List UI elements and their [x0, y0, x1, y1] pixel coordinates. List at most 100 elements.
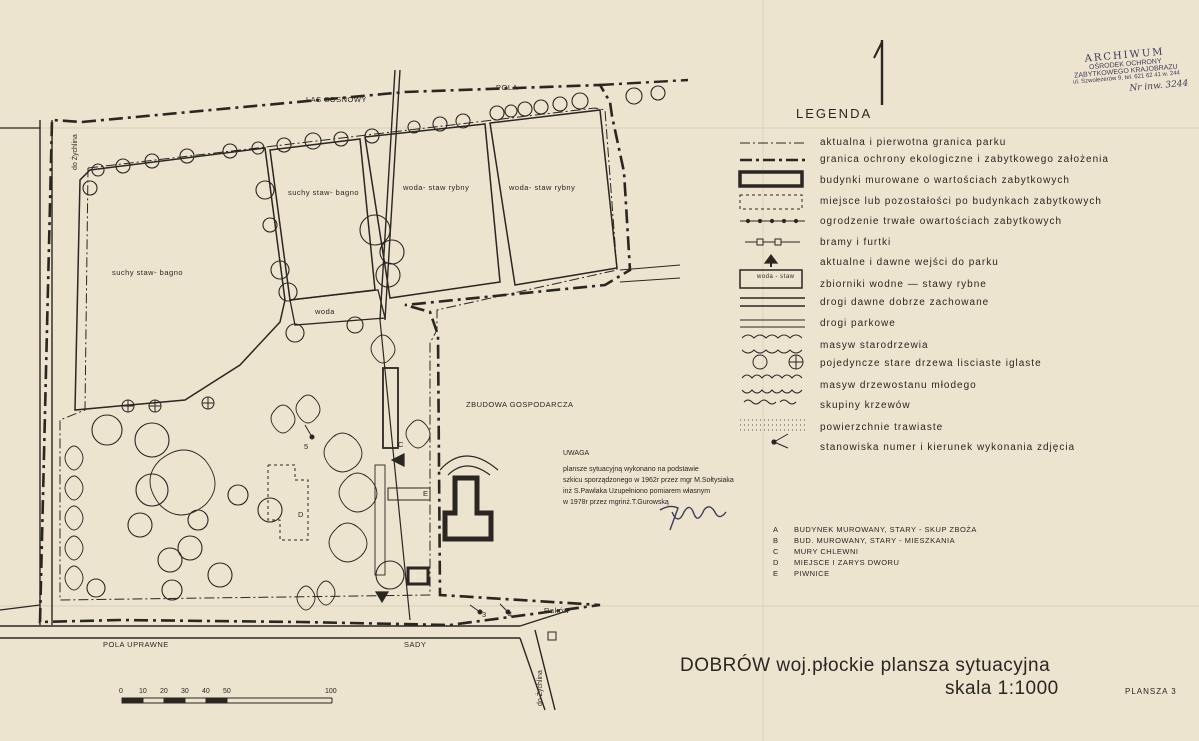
- signature: [659, 505, 727, 531]
- road-rakow: [519, 609, 571, 627]
- legend-item: masyw starodrzewia: [820, 340, 929, 351]
- old-road: [379, 69, 396, 321]
- label-building-c: C: [398, 440, 404, 449]
- label-do-zychlina-left: do Żychlina: [72, 134, 79, 170]
- label-rakow: Raków: [544, 606, 570, 615]
- conifer-trees: [121, 396, 215, 413]
- legend-item: ogrodzenie trwałe owartościach zabytkowy…: [820, 216, 1063, 227]
- label-station-4: 4: [508, 610, 513, 619]
- scale-tick-label: 0: [119, 688, 123, 695]
- building-c: [382, 367, 399, 449]
- building-key: A: [773, 525, 779, 534]
- label-woda: woda: [315, 307, 335, 316]
- legend-item: budynki murowane o wartościach zabytkowy…: [820, 175, 1070, 186]
- entrance-arrow: [390, 453, 405, 467]
- legend-item: pojedyncze stare drzewa lisciaste iglast…: [820, 358, 1042, 369]
- manor-outline: [267, 464, 309, 541]
- building-label: MIEJSCE I ZARYS DWORU: [794, 558, 900, 567]
- scale-tick-label: 50: [223, 688, 231, 695]
- note-line: szkicu sporządzonego w 1962r przez mgr M…: [563, 477, 734, 484]
- legend-item: granica ochrony ekologiczne i zabytkoweg…: [820, 154, 1109, 165]
- protection-boundary: [38, 83, 632, 627]
- pond-dry-left: [74, 147, 286, 411]
- legend-item: drogi parkowe: [820, 318, 896, 329]
- legend-item: stanowiska numer i kierunek wykonania zd…: [820, 442, 1076, 453]
- building-label: PIWNICE: [794, 569, 830, 578]
- shrub-groups: [64, 334, 431, 611]
- label-woda-staw-2: woda- staw rybny: [509, 183, 576, 192]
- wall-c: [374, 464, 386, 576]
- scale-tick-label: 40: [202, 688, 210, 695]
- small-building: [547, 631, 557, 641]
- building-key: C: [773, 547, 779, 556]
- plan-scale: skala 1:1000: [945, 678, 1059, 699]
- scale-tick-label: 10: [139, 688, 147, 695]
- label-suchy-staw-left: suchy staw- bagno: [112, 268, 184, 277]
- old-road: [379, 319, 411, 621]
- building-label: BUD. MUROWANY, STARY - MIESZKANIA: [794, 536, 956, 545]
- scale-tick-label: 100: [325, 688, 337, 695]
- label-station-5: 5: [304, 442, 309, 451]
- scale-bar: [121, 697, 333, 704]
- protection-boundary-ext: [599, 78, 689, 87]
- legend-symbols: [738, 142, 805, 449]
- label-pola-uprawne: POLA UPRAWNE: [103, 640, 169, 649]
- label-woda-staw-1: woda- staw rybny: [403, 183, 470, 192]
- road-west: [0, 604, 41, 611]
- label-do-zychlina: do Żychlina: [537, 670, 544, 706]
- legend-item: drogi dawne dobrze zachowane: [820, 297, 990, 308]
- legend-item: miejsce lub pozostałości po budynkach za…: [820, 196, 1102, 207]
- building-key: B: [773, 536, 779, 545]
- park-boundary: [59, 107, 618, 601]
- legend-item: bramy i furtki: [820, 237, 892, 248]
- label-pola: POLA: [496, 83, 519, 92]
- pond-water: [289, 289, 386, 326]
- building-label: BUDYNEK MUROWANY, STARY - SKUP ZBOŻA: [794, 525, 977, 534]
- road-east: [619, 264, 681, 271]
- building-label: MURY CHLEWNI: [794, 547, 859, 556]
- note-heading: UWAGA: [563, 450, 590, 457]
- pond-fish-1: [364, 123, 501, 299]
- legend-item: powierzchnie trawiaste: [820, 422, 944, 433]
- tree-row-top: [82, 85, 666, 598]
- building-key: D: [773, 558, 779, 567]
- label-sady: SADY: [404, 640, 427, 649]
- label-zabudowa: ZBUDOWA GOSPODARCZA: [466, 400, 574, 409]
- label-building-d: D: [298, 510, 304, 519]
- label-suchy-staw-top: suchy staw- bagno: [288, 188, 360, 197]
- road-east: [619, 277, 681, 283]
- archive-stamp: ARCHIWUM OŚRODEK OCHRONY ZABYTKOWEGO KRA…: [1063, 45, 1190, 121]
- road-south: [519, 637, 546, 711]
- scale-tick-label: 20: [160, 688, 168, 695]
- label-building-e: E: [423, 489, 429, 498]
- legend-title: LEGENDA: [796, 106, 873, 121]
- note-line: inż S.Pawlaka Uzupełniono pomiarem własn…: [563, 488, 711, 495]
- pond-fish-2: [489, 109, 618, 286]
- driveway-arc: [439, 455, 499, 471]
- north-arrow: [873, 40, 884, 105]
- legend-item: skupiny krzewów: [820, 400, 911, 411]
- building-e: [387, 487, 431, 501]
- old-road: [384, 69, 401, 321]
- pond-dry-top: [269, 138, 376, 301]
- legend-item: zbiorniki wodne — stawy rybne: [820, 279, 987, 290]
- sheet-number: PLANSZA 3: [1125, 687, 1177, 696]
- entrance-arrow: [374, 591, 390, 604]
- note-line: w 1978r przez mgrinż.T.Gurowską: [563, 499, 669, 506]
- scale-tick-label: 30: [181, 688, 189, 695]
- plan-title: DOBRÓW woj.płockie plansza sytuacyjna: [680, 655, 1051, 676]
- old-tree-mass: [91, 414, 405, 601]
- note-line: plansze sytuacyjną wykonano na podstawie: [563, 466, 699, 473]
- legend-item: aktualna i pierwotna granica parku: [820, 137, 1007, 148]
- building-a: [442, 475, 494, 542]
- legend-item: masyw drzewostanu młodego: [820, 380, 977, 391]
- photo-stations: [304, 424, 511, 615]
- building-b: [406, 566, 430, 586]
- legend-water-symbol-label: woda - staw: [757, 274, 795, 280]
- label-las-sosnowy: LAS SOSNOWY: [306, 95, 367, 104]
- road-south: [534, 629, 556, 711]
- driveway-arc: [447, 465, 491, 476]
- legend-item: aktualne i dawne wejści do parku: [820, 257, 999, 268]
